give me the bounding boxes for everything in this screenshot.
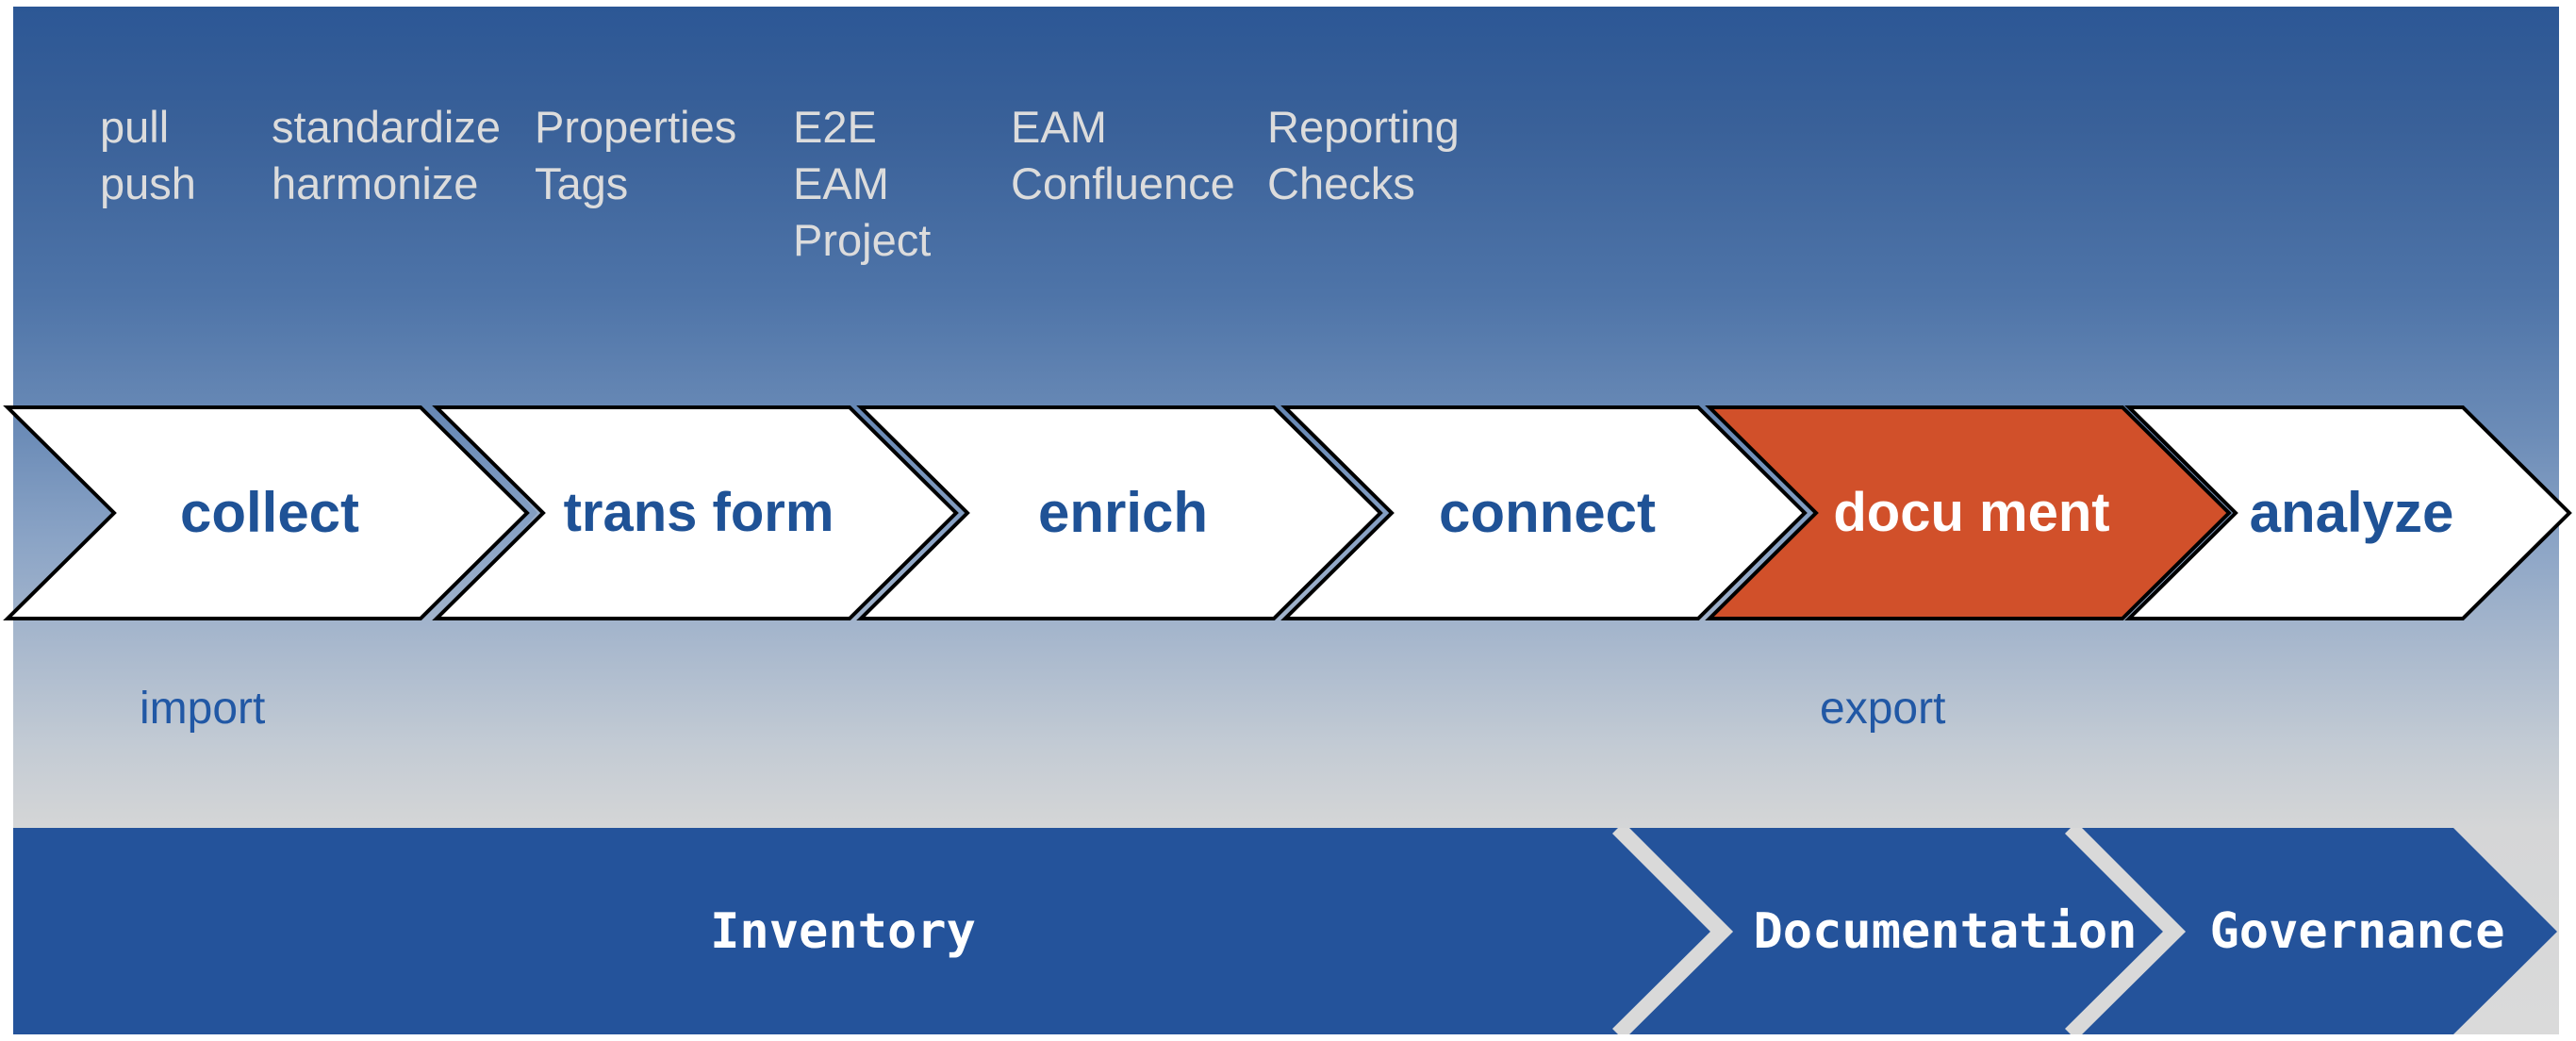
band-body	[13, 828, 2557, 1034]
descriptor-document: EAM Confluence	[1011, 102, 1235, 209]
descriptor-transform: standardize harmonize	[272, 102, 501, 209]
stage-chevron-row: collect trans form enrich connect	[0, 405, 2576, 620]
descriptor-collect: pull push	[100, 102, 196, 209]
flow-label-import: import	[140, 684, 266, 734]
descriptor-enrich: Properties Tags	[535, 102, 737, 209]
band-separator-1	[1611, 828, 1734, 1034]
stage-chevron-analyze[interactable]: analyze	[2124, 405, 2576, 620]
flow-label-export: export	[1820, 684, 1946, 734]
band-separator-2	[2064, 828, 2187, 1034]
descriptor-connect: E2E EAM Project	[793, 102, 932, 266]
capability-band: Inventory Documentation Governance	[13, 828, 2559, 1034]
descriptor-analyze: Reporting Checks	[1267, 102, 1460, 209]
